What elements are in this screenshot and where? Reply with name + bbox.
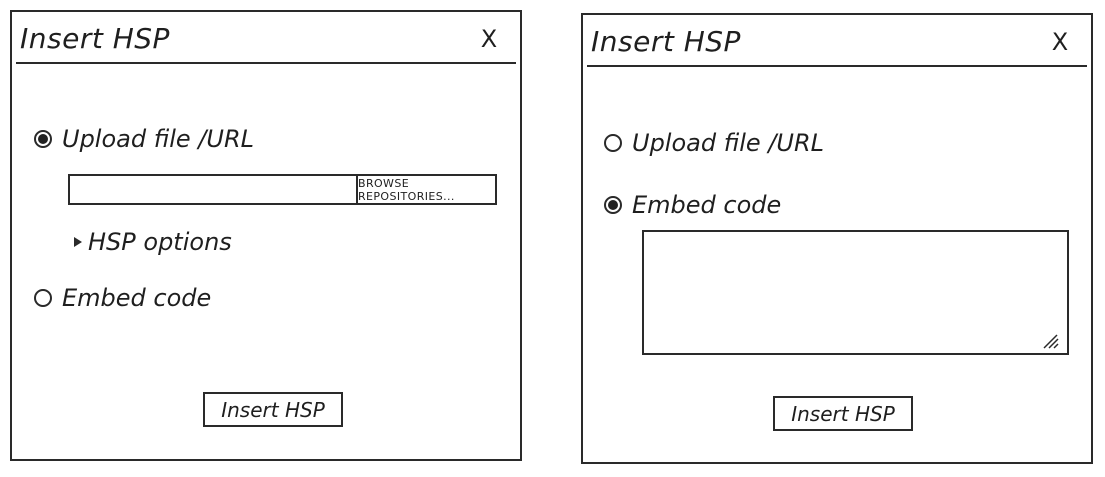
close-button[interactable]: X xyxy=(480,25,498,53)
radio-unselected-icon[interactable] xyxy=(604,134,622,152)
url-input[interactable] xyxy=(68,174,358,205)
title-divider xyxy=(587,65,1087,67)
insert-hsp-dialog-embed: Insert HSP X Upload file /URL Embed code… xyxy=(581,13,1093,464)
radio-unselected-icon[interactable] xyxy=(34,289,52,307)
title-divider xyxy=(16,62,516,64)
embed-code-textarea[interactable] xyxy=(642,230,1069,355)
close-button[interactable]: X xyxy=(1051,28,1069,56)
upload-option-radio-row[interactable]: Upload file /URL xyxy=(604,129,824,157)
radio-selected-icon[interactable] xyxy=(34,130,52,148)
upload-option-radio-row[interactable]: Upload file /URL xyxy=(34,125,254,153)
browse-repositories-button[interactable]: Browse repositories... xyxy=(356,174,497,205)
hsp-options-toggle[interactable]: HSP options xyxy=(74,228,232,256)
embed-option-label: Embed code xyxy=(632,191,782,219)
embed-option-label: Embed code xyxy=(62,284,212,312)
embed-option-radio-row[interactable]: Embed code xyxy=(604,191,781,219)
radio-selected-icon[interactable] xyxy=(604,196,622,214)
upload-option-label: Upload file /URL xyxy=(632,129,824,157)
resize-grip-icon[interactable] xyxy=(1042,333,1060,349)
embed-option-radio-row[interactable]: Embed code xyxy=(34,284,211,312)
insert-hsp-button[interactable]: Insert HSP xyxy=(773,396,913,431)
dialog-title: Insert HSP xyxy=(20,22,170,55)
triangle-right-icon xyxy=(74,237,82,247)
insert-hsp-dialog-upload: Insert HSP X Upload file /URL Browse rep… xyxy=(10,10,522,461)
upload-option-label: Upload file /URL xyxy=(62,125,254,153)
dialog-title: Insert HSP xyxy=(591,25,741,58)
insert-hsp-button[interactable]: Insert HSP xyxy=(203,392,343,427)
hsp-options-label: HSP options xyxy=(88,228,232,256)
